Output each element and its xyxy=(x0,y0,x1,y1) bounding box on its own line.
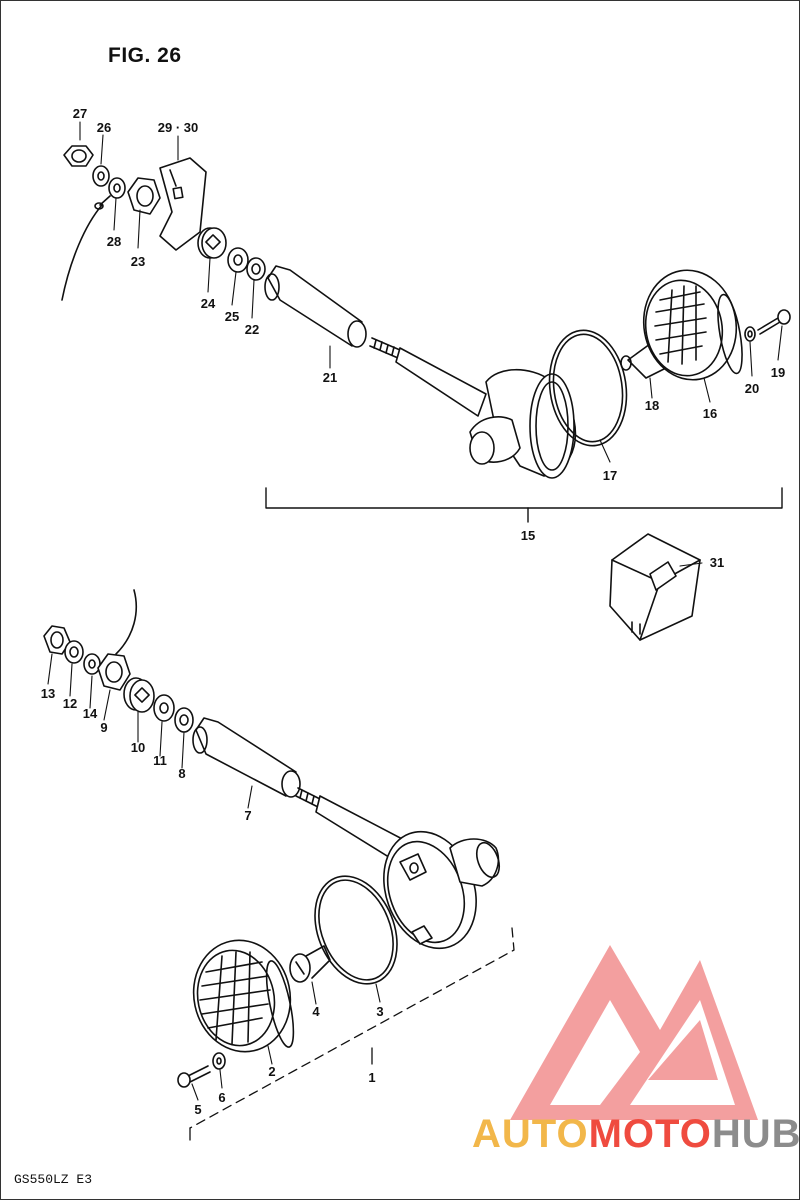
lockwasher-22 xyxy=(246,257,266,281)
washer-26 xyxy=(92,165,110,187)
callout-23: 23 xyxy=(130,254,146,269)
washer-25 xyxy=(227,247,249,273)
lockwasher-8 xyxy=(174,707,194,733)
lower-turn-signal-assembly xyxy=(43,589,515,1141)
callout-10: 10 xyxy=(130,740,146,755)
nut-27 xyxy=(63,145,94,167)
callout-21: 21 xyxy=(322,370,338,385)
nut-9 xyxy=(97,653,131,691)
leader-lines-upper xyxy=(79,121,783,463)
rubber-cover-7 xyxy=(192,717,301,798)
watermark-part-hub: HUB xyxy=(711,1112,800,1156)
callout-22: 22 xyxy=(244,322,260,337)
model-code: GS550LZ E3 xyxy=(14,1172,93,1187)
callout-12: 12 xyxy=(62,696,78,711)
terminal-washer-28 xyxy=(94,177,126,210)
gasket-17 xyxy=(548,329,628,447)
callout-18: 18 xyxy=(644,398,660,413)
callout-17: 17 xyxy=(602,468,618,483)
spacer-10 xyxy=(123,677,155,713)
callout-28: 28 xyxy=(106,234,122,249)
gasket-3 xyxy=(314,875,398,985)
callout-1: 1 xyxy=(368,1070,376,1085)
callout-31: 31 xyxy=(709,555,725,570)
signal-stalk xyxy=(395,347,487,417)
screw-19 xyxy=(757,309,791,335)
upper-turn-signal-assembly xyxy=(61,121,791,523)
callout-2: 2 xyxy=(268,1064,276,1079)
callout-7: 7 xyxy=(244,808,252,823)
bulb-4 xyxy=(289,945,331,983)
assembly-bracket-15 xyxy=(265,487,783,523)
threaded-stem-lower xyxy=(295,787,323,809)
signal-housing xyxy=(469,369,577,479)
callout-14: 14 xyxy=(82,706,98,721)
spacer-24 xyxy=(197,227,227,259)
callout-16: 16 xyxy=(702,406,718,421)
terminal-washer-14 xyxy=(83,653,101,675)
watermark-part-auto: AUTO xyxy=(472,1112,589,1156)
callout-9: 9 xyxy=(100,720,108,735)
signal-housing-lower xyxy=(383,830,501,950)
callout-11: 11 xyxy=(153,753,167,768)
assembly-bracket-1 xyxy=(189,927,515,1141)
lens-2 xyxy=(192,939,295,1053)
callout-6: 6 xyxy=(218,1090,226,1105)
callout-5: 5 xyxy=(194,1102,202,1117)
screw-5 xyxy=(177,1065,211,1088)
washer-20 xyxy=(744,326,756,342)
washer-12 xyxy=(64,640,84,664)
figure-title: FIG. 26 xyxy=(108,44,182,67)
watermark-logo xyxy=(510,945,758,1120)
threaded-stem xyxy=(369,337,401,359)
callout-8: 8 xyxy=(178,766,186,781)
callout-4: 4 xyxy=(312,1004,320,1019)
leader-lines-lower xyxy=(47,653,381,1101)
rubber-cover-21 xyxy=(264,265,367,348)
callout-29-30: 29 · 30 xyxy=(157,120,199,135)
bracket-29-30 xyxy=(159,157,207,251)
callout-13: 13 xyxy=(40,686,56,701)
flasher-relay-31 xyxy=(609,533,703,641)
nut-23 xyxy=(127,177,161,215)
callout-25: 25 xyxy=(224,309,240,324)
washer-6 xyxy=(212,1052,226,1070)
callout-20: 20 xyxy=(744,381,760,396)
callout-24: 24 xyxy=(200,296,216,311)
lens-16 xyxy=(642,269,743,381)
callout-19: 19 xyxy=(770,365,786,380)
callout-15: 15 xyxy=(520,528,536,543)
callout-27: 27 xyxy=(72,106,88,121)
watermark-part-moto: MOTO xyxy=(588,1112,712,1156)
watermark-text: AUTOMOTOHUB xyxy=(472,1112,800,1157)
callout-3: 3 xyxy=(376,1004,384,1019)
callout-26: 26 xyxy=(96,120,112,135)
washer-11 xyxy=(153,694,175,722)
